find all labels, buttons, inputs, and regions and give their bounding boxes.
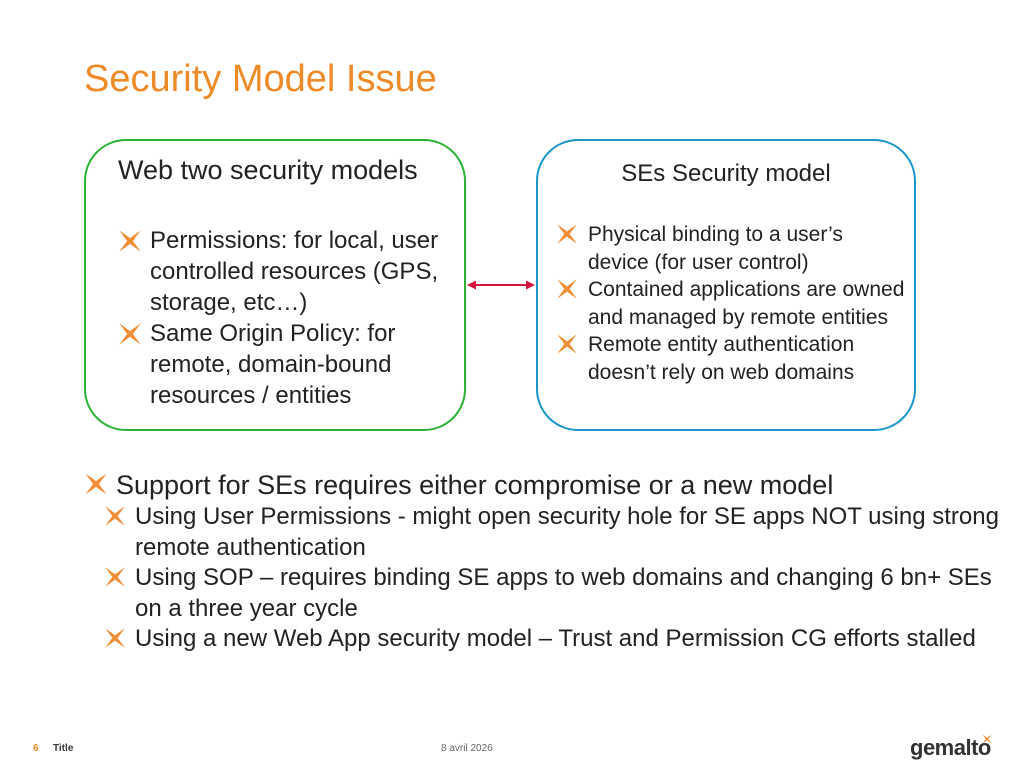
orange-x-bullet-icon [556,278,578,300]
logo-wordmark: gemalto [910,735,991,760]
orange-x-bullet-icon [556,333,578,355]
list-item: Permissions: for local, user controlled … [118,225,448,318]
bullet-text: Permissions: for local, user controlled … [150,227,439,316]
orange-x-bullet-icon [118,229,142,253]
orange-x-bullet-icon [104,505,126,527]
list-item: Contained applications are owned and man… [556,276,906,331]
web-security-models-list: Permissions: for local, user controlled … [118,225,448,411]
list-item: Using User Permissions - might open secu… [104,502,1004,563]
main-bullet-list: Support for SEs requires either compromi… [84,468,999,655]
orange-x-bullet-icon [104,566,126,588]
web-security-models-box: Web two security models Permissions: for… [84,139,466,431]
list-item: Physical binding to a user’s device (for… [556,221,906,276]
web-security-models-heading: Web two security models [118,155,418,185]
orange-x-bullet-icon [104,627,126,649]
footer-title: Title [53,743,74,754]
arrow-head-right [526,280,535,290]
sub-bullet-text: Using User Permissions - might open secu… [135,503,999,561]
logo-x-mark-icon [982,734,992,744]
slide-title: Security Model Issue [84,58,437,100]
list-item: Same Origin Policy: for remote, domain-b… [118,318,448,411]
sub-bullet-text: Using a new Web App security model – Tru… [135,625,976,652]
bullet-text: Same Origin Policy: for remote, domain-b… [150,320,396,409]
list-item: Remote entity authentication doesn’t rel… [556,331,906,386]
main-bullet: Support for SEs requires either compromi… [84,468,984,502]
gemalto-logo: gemalto [910,734,992,761]
orange-x-bullet-icon [556,223,578,245]
orange-x-bullet-icon [118,322,142,346]
se-security-model-box: SEs Security model Physical binding to a… [536,139,916,431]
double-headed-arrow-icon [467,280,535,290]
arrow-head-left [467,280,476,290]
footer-date: 8 avril 2026 [441,743,493,754]
se-security-model-heading: SEs Security model [621,160,831,187]
bullet-text: Physical binding to a user’s device (for… [588,223,843,274]
main-bullet-text: Support for SEs requires either compromi… [116,470,834,500]
sub-bullet-text: Using SOP – requires binding SE apps to … [135,564,992,622]
bullet-text: Contained applications are owned and man… [588,278,905,329]
sub-bullet-list: Using User Permissions - might open secu… [104,502,1004,655]
list-item: Using SOP – requires binding SE apps to … [104,563,1004,624]
bullet-text: Remote entity authentication doesn’t rel… [588,333,855,384]
page-number: 6 [33,743,39,754]
se-security-model-list: Physical binding to a user’s device (for… [556,221,906,386]
orange-x-bullet-icon [84,472,108,496]
list-item: Using a new Web App security model – Tru… [104,624,1004,655]
